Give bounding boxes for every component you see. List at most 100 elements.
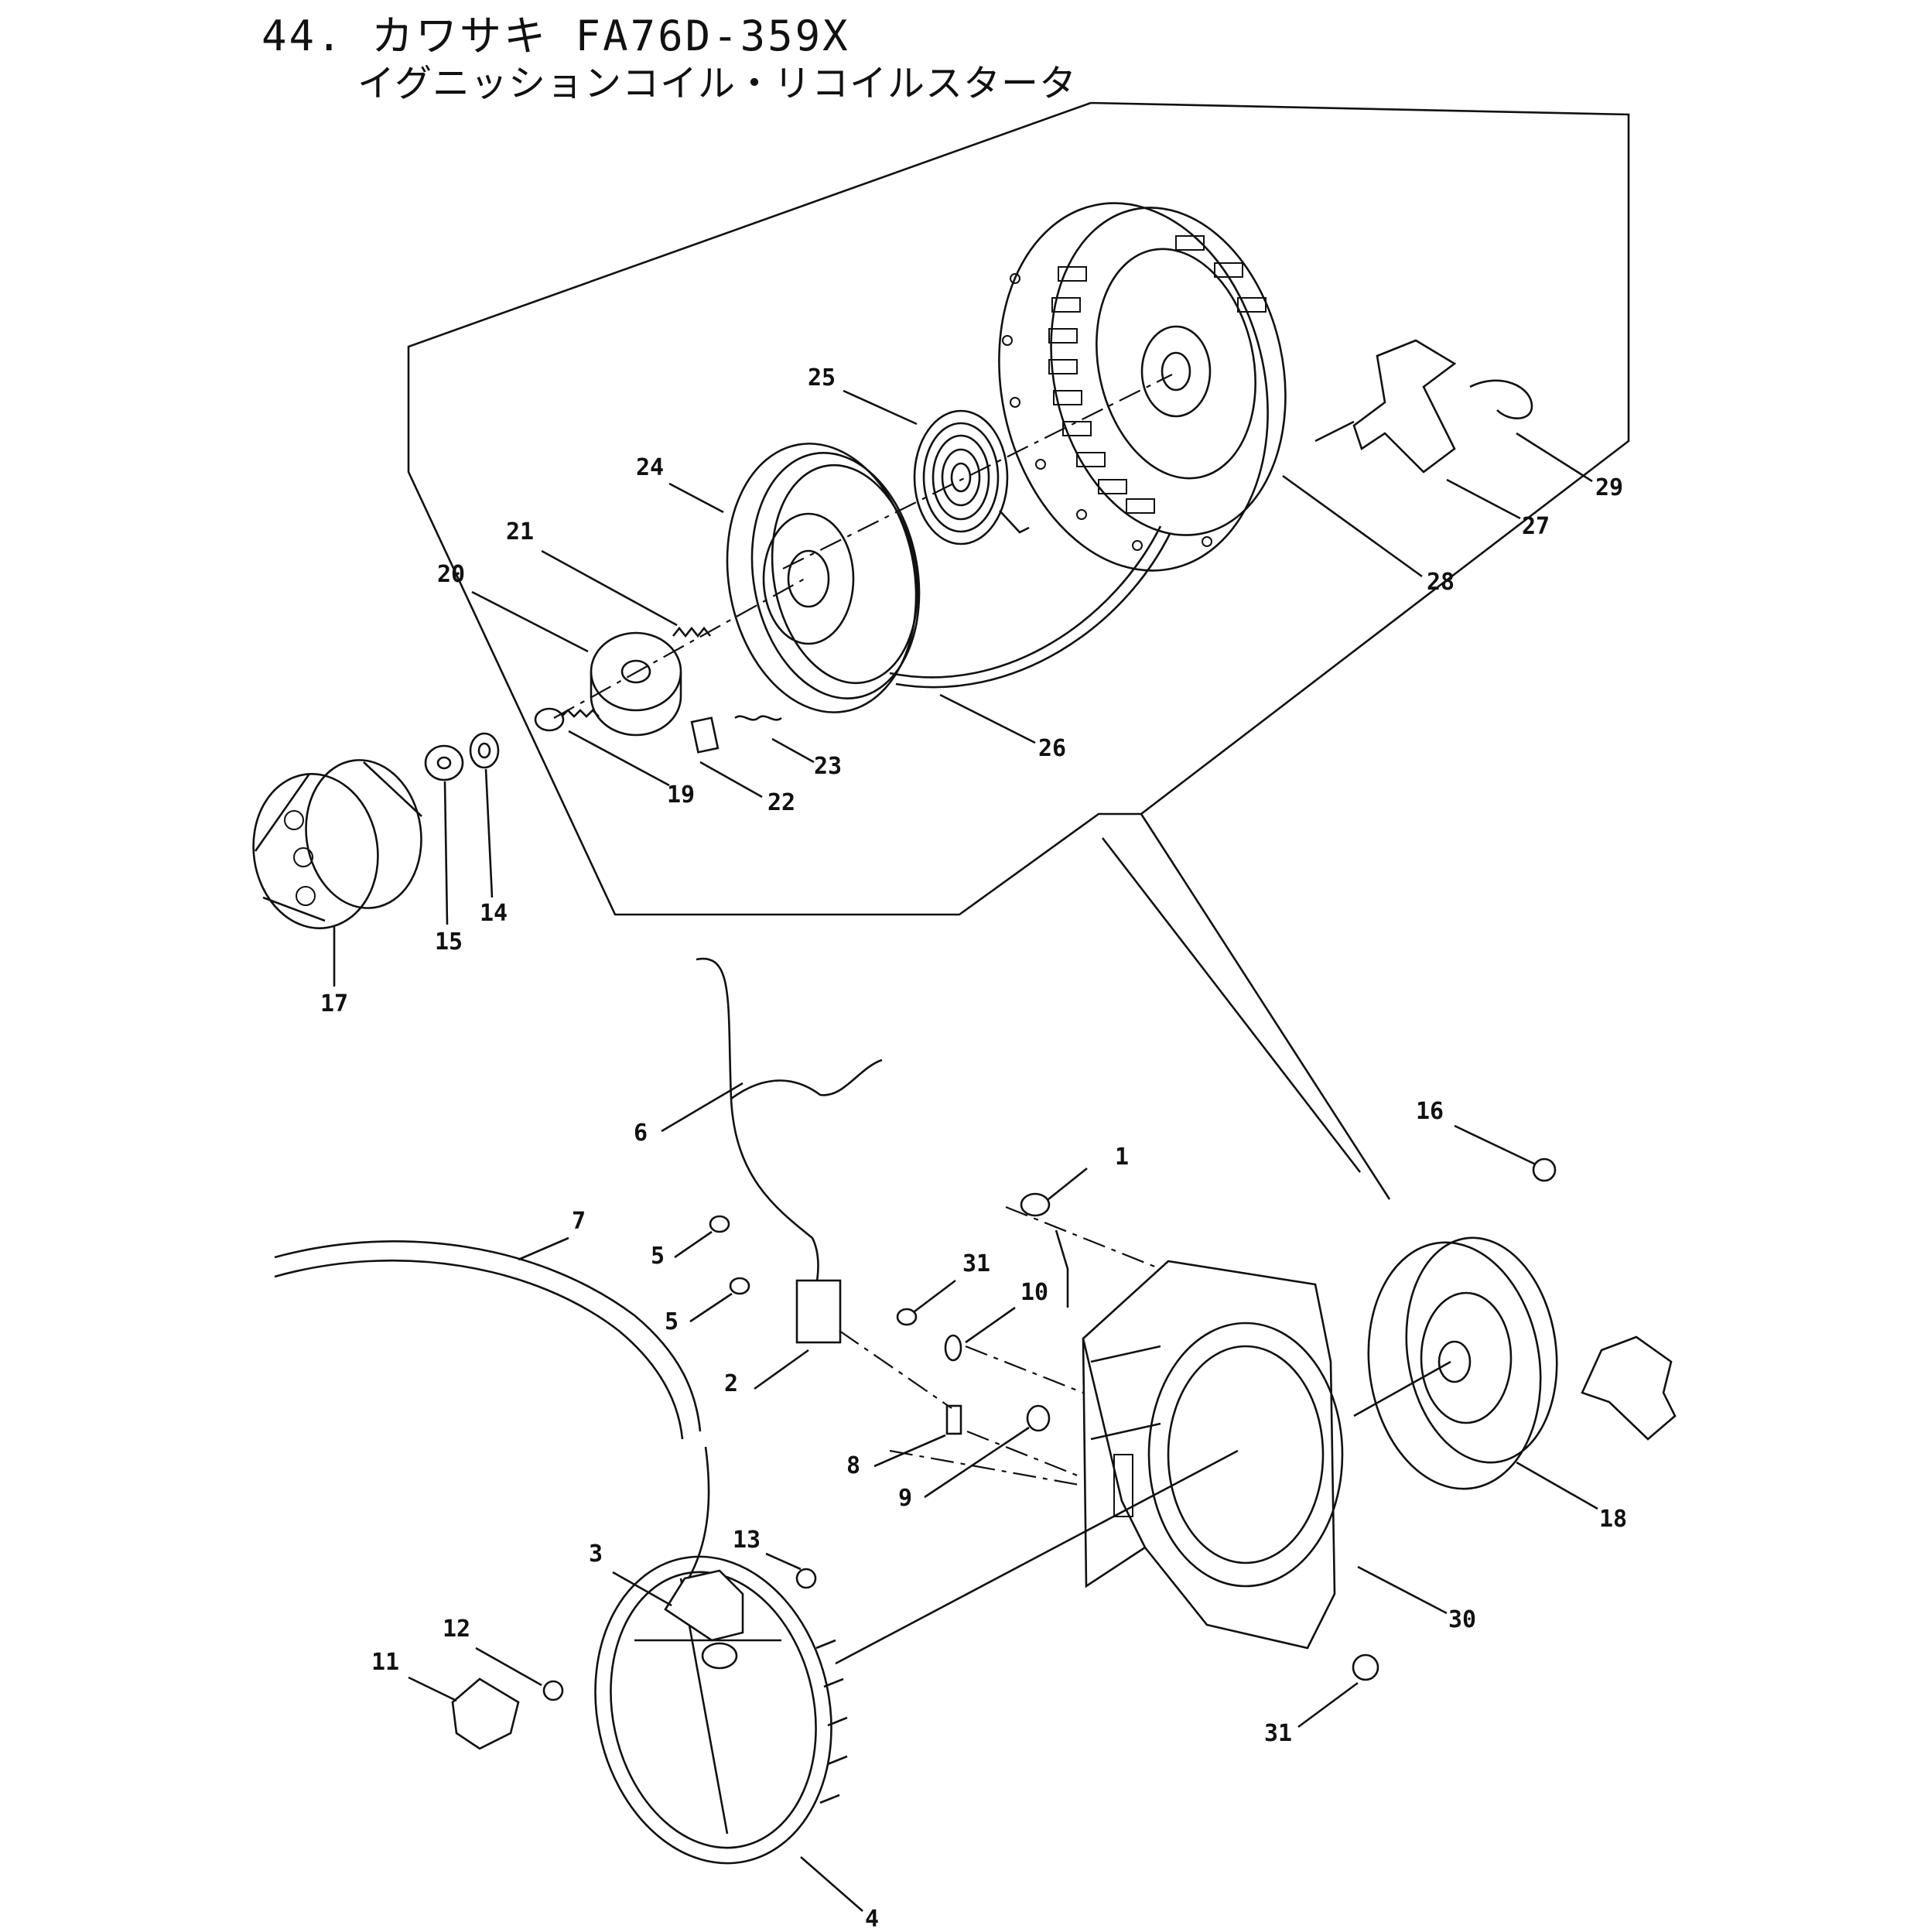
callout-26: 26 xyxy=(1038,735,1066,762)
recoil-spring xyxy=(913,409,1030,545)
fan-shroud xyxy=(1082,1260,1344,1650)
leader-lines xyxy=(333,389,1598,1912)
starter-rope-inner xyxy=(895,533,1171,689)
centerlines xyxy=(553,374,1451,1665)
magnet-block xyxy=(664,1569,744,1642)
leader-line-12 xyxy=(475,1646,542,1687)
leader-line-1 xyxy=(1048,1167,1088,1201)
callout-15: 15 xyxy=(435,928,463,956)
callout-6: 6 xyxy=(634,1120,648,1147)
leader-line-6 xyxy=(661,1082,744,1133)
callout-labels: 1234556789101112131415161718192021222324… xyxy=(320,364,1627,1932)
leader-line-2 xyxy=(754,1349,809,1390)
leader-line-29 xyxy=(1516,432,1593,483)
flange-nut xyxy=(469,732,500,769)
detail-frame xyxy=(407,101,1630,916)
callout-2: 2 xyxy=(724,1370,738,1397)
bolt-12 xyxy=(542,1680,564,1701)
callout-17: 17 xyxy=(320,990,348,1017)
callout-20: 20 xyxy=(437,561,465,588)
bolt-16 xyxy=(1532,1157,1557,1182)
callout-1: 1 xyxy=(1115,1144,1129,1171)
high-tension-cord-lower xyxy=(687,1446,710,1579)
leader-line-21 xyxy=(541,549,678,627)
bolt-31-lower xyxy=(1352,1653,1379,1681)
callout-28: 28 xyxy=(1427,569,1455,596)
callout-3: 3 xyxy=(589,1540,603,1568)
callout-14: 14 xyxy=(480,900,508,927)
clip-9 xyxy=(1026,1404,1051,1432)
leader-line-11 xyxy=(408,1676,457,1702)
high-tension-cord-outer xyxy=(274,1259,684,1440)
leader-line-16 xyxy=(1454,1124,1537,1166)
callout-25: 25 xyxy=(808,364,836,392)
stop-switch xyxy=(1020,1192,1051,1217)
callout-9: 9 xyxy=(898,1485,912,1512)
flywheel xyxy=(594,1555,848,1865)
pawl-return-spring xyxy=(734,715,782,721)
rope-guide xyxy=(1469,379,1533,419)
callout-31: 31 xyxy=(1264,1720,1292,1747)
stop-switch-lead xyxy=(1055,1229,1069,1308)
callout-16: 16 xyxy=(1416,1098,1444,1125)
callout-22: 22 xyxy=(767,789,795,816)
leader-line-24 xyxy=(668,482,724,514)
leader-line-22 xyxy=(699,761,763,798)
diagram-title: 44. カワサキ FA76D-359X xyxy=(262,12,850,60)
callout-5: 5 xyxy=(651,1243,665,1270)
leader-line-10 xyxy=(965,1306,1016,1344)
wire-harness xyxy=(696,957,819,1301)
leader-line-5 xyxy=(689,1292,733,1323)
spacer-collar xyxy=(945,1404,962,1435)
bolt-31-upper xyxy=(896,1308,918,1326)
callout-4: 4 xyxy=(865,1906,879,1928)
callout-29: 29 xyxy=(1595,474,1623,501)
washer xyxy=(424,744,464,781)
callout-24: 24 xyxy=(636,454,664,481)
cam-plate xyxy=(590,631,682,737)
leader-line-31 xyxy=(914,1279,956,1313)
callout-13: 13 xyxy=(733,1527,761,1554)
callout-18: 18 xyxy=(1599,1506,1627,1533)
leader-line-28 xyxy=(1282,474,1423,578)
callout-21: 21 xyxy=(506,518,534,545)
callout-31: 31 xyxy=(962,1250,990,1277)
starter-pulley xyxy=(252,759,422,929)
recoil-starter-assembly xyxy=(1367,1236,1677,1490)
stop-bracket xyxy=(451,1677,520,1750)
ignition-coil xyxy=(795,1279,842,1344)
detail-leader-line-a xyxy=(1101,837,1362,1173)
leader-line-30 xyxy=(1357,1565,1448,1615)
center-bolt xyxy=(534,707,600,732)
starter-case xyxy=(998,202,1287,572)
leader-line-9 xyxy=(924,1426,1030,1499)
leader-line-25 xyxy=(843,389,918,426)
callout-5: 5 xyxy=(665,1308,679,1335)
callout-19: 19 xyxy=(667,781,695,809)
leader-line-18 xyxy=(1516,1461,1598,1510)
high-tension-cord xyxy=(274,1240,702,1432)
wire-harness-branch xyxy=(730,1058,883,1100)
pawl-spring xyxy=(672,626,712,638)
bolt-5-upper xyxy=(709,1215,730,1233)
leader-line-3 xyxy=(612,1571,672,1607)
recoil-reel xyxy=(726,443,921,713)
callout-11: 11 xyxy=(371,1649,399,1676)
bolt-5-lower xyxy=(729,1277,750,1295)
callout-7: 7 xyxy=(572,1208,586,1235)
leader-line-13 xyxy=(765,1552,802,1571)
starter-handle xyxy=(1314,339,1457,474)
leader-line-7 xyxy=(518,1236,569,1261)
leader-line-23 xyxy=(771,737,815,764)
leader-line-19 xyxy=(568,730,670,787)
leader-line-20 xyxy=(471,590,589,653)
leader-line-15 xyxy=(443,781,449,925)
callout-8: 8 xyxy=(846,1452,860,1479)
leader-line-5 xyxy=(674,1230,713,1259)
callout-30: 30 xyxy=(1448,1606,1476,1633)
bolt-13 xyxy=(795,1568,817,1589)
leader-line-31 xyxy=(1297,1681,1359,1729)
starter-rope xyxy=(889,525,1162,679)
